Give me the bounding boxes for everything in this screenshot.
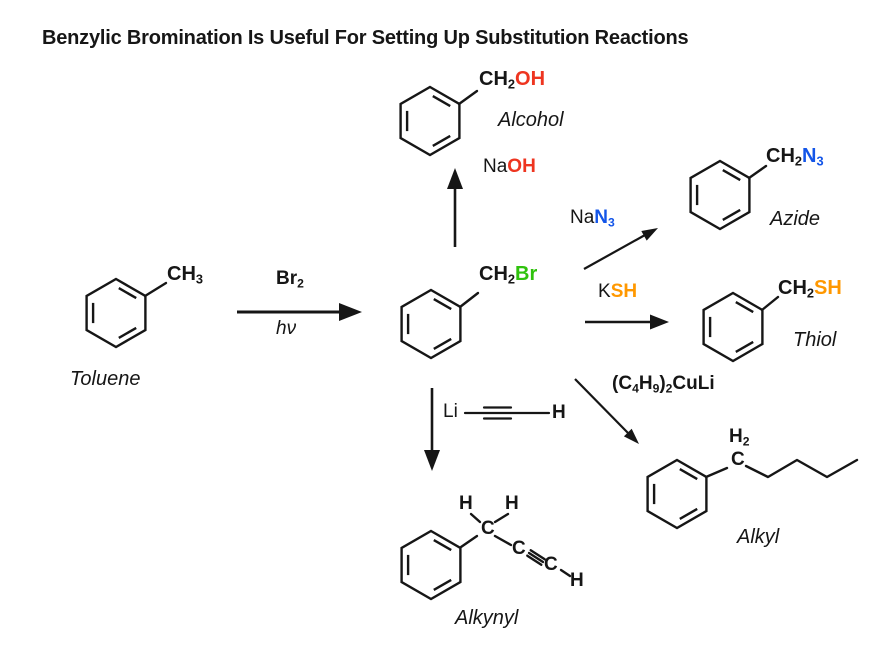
azide-name: Azide xyxy=(770,208,821,230)
naoh-arrow-head xyxy=(447,168,463,189)
toluene-ch3-bond xyxy=(143,281,168,298)
alkynyl-ring-c-bond xyxy=(459,534,479,549)
alkyl-butyl-chain-bonds xyxy=(744,458,859,479)
azide-ch2n3-label: CH2N3 xyxy=(766,145,824,169)
thiol-ch2sh-label: CH2SH xyxy=(778,277,842,301)
nan3-arrow-shaft xyxy=(583,234,646,270)
alkynyl-triple-bond-lower xyxy=(526,554,543,566)
nan3-reagent-label: NaN3 xyxy=(570,207,615,230)
alkynyl-c2-label: C xyxy=(512,538,526,559)
azide-ch2n3-bond xyxy=(747,164,768,180)
alkyl-benzene-ring xyxy=(646,458,708,530)
bromide-ch2br-bond xyxy=(458,291,480,309)
cuprate-arrow-head xyxy=(623,428,639,444)
naoh-reagent-label: NaOH xyxy=(483,156,536,177)
alkynyl-triple-bond-mid xyxy=(527,551,545,564)
acetylide-li-label: Li xyxy=(443,401,458,422)
alkynyl-h2-label: H xyxy=(505,493,519,514)
cuprate-arrow-shaft xyxy=(574,378,630,435)
thiol-ch2sh-bond xyxy=(760,295,780,312)
toluene-benzene-ring xyxy=(85,277,147,349)
alkynyl-bonds xyxy=(469,512,572,578)
alkynyl-triple-bond-upper xyxy=(529,549,546,561)
bromination-arrow-head xyxy=(339,303,362,321)
alcohol-ch2oh-bond xyxy=(457,89,479,106)
alkyl-ring-c-bond xyxy=(704,466,729,479)
reaction-arrows xyxy=(237,168,669,471)
alkynyl-benzene-ring xyxy=(400,529,462,601)
alkynyl-h2-c1-bond xyxy=(493,512,510,524)
acetylide-bonds xyxy=(463,406,551,420)
toluene-ch3-label: CH3 xyxy=(167,263,204,287)
alkynyl-h1-label: H xyxy=(459,493,473,514)
alkynyl-c3-h-bond xyxy=(559,568,572,578)
alcohol-name: Alcohol xyxy=(498,109,564,131)
ksh-reagent-label: KSH xyxy=(598,281,638,302)
diagram-title: Benzylic Bromination Is Useful For Setti… xyxy=(42,27,689,49)
alkynyl-h1-c1-bond xyxy=(469,512,482,524)
alkyl-name: Alkyl xyxy=(737,526,780,548)
acetylide-h-label: H xyxy=(552,402,566,423)
cuprate-reagent-label: (C4H9)2CuLi xyxy=(612,373,715,396)
thiol-name: Thiol xyxy=(793,329,837,351)
benzyl-bromide-benzene-ring xyxy=(400,288,462,360)
toluene-name: Toluene xyxy=(70,368,141,390)
alkynyl-h3-label: H xyxy=(570,570,584,591)
alkynyl-name: Alkynyl xyxy=(455,607,519,629)
alkyl-h2-label: H2 xyxy=(729,426,750,449)
alkynyl-c3-label: C xyxy=(544,554,558,575)
ksh-arrow-head xyxy=(650,314,669,330)
thiol-benzene-ring xyxy=(702,291,764,363)
benzyl-bromide-ch2br-label: CH2Br xyxy=(479,263,538,287)
attachment-bonds xyxy=(143,89,780,549)
hv-light-label: hν xyxy=(276,318,297,339)
alkynyl-c1-label: C xyxy=(481,518,495,539)
acetylide-arrow-head xyxy=(424,450,440,471)
alcohol-benzene-ring xyxy=(399,85,461,157)
alcohol-ch2oh-label: CH2OH xyxy=(479,68,546,92)
nan3-arrow-head xyxy=(641,228,658,241)
br2-reagent-label: Br2 xyxy=(276,268,304,291)
alkynyl-c1-c2-bond xyxy=(493,534,513,547)
alkyl-c-label: C xyxy=(731,449,745,470)
azide-benzene-ring xyxy=(689,159,751,231)
